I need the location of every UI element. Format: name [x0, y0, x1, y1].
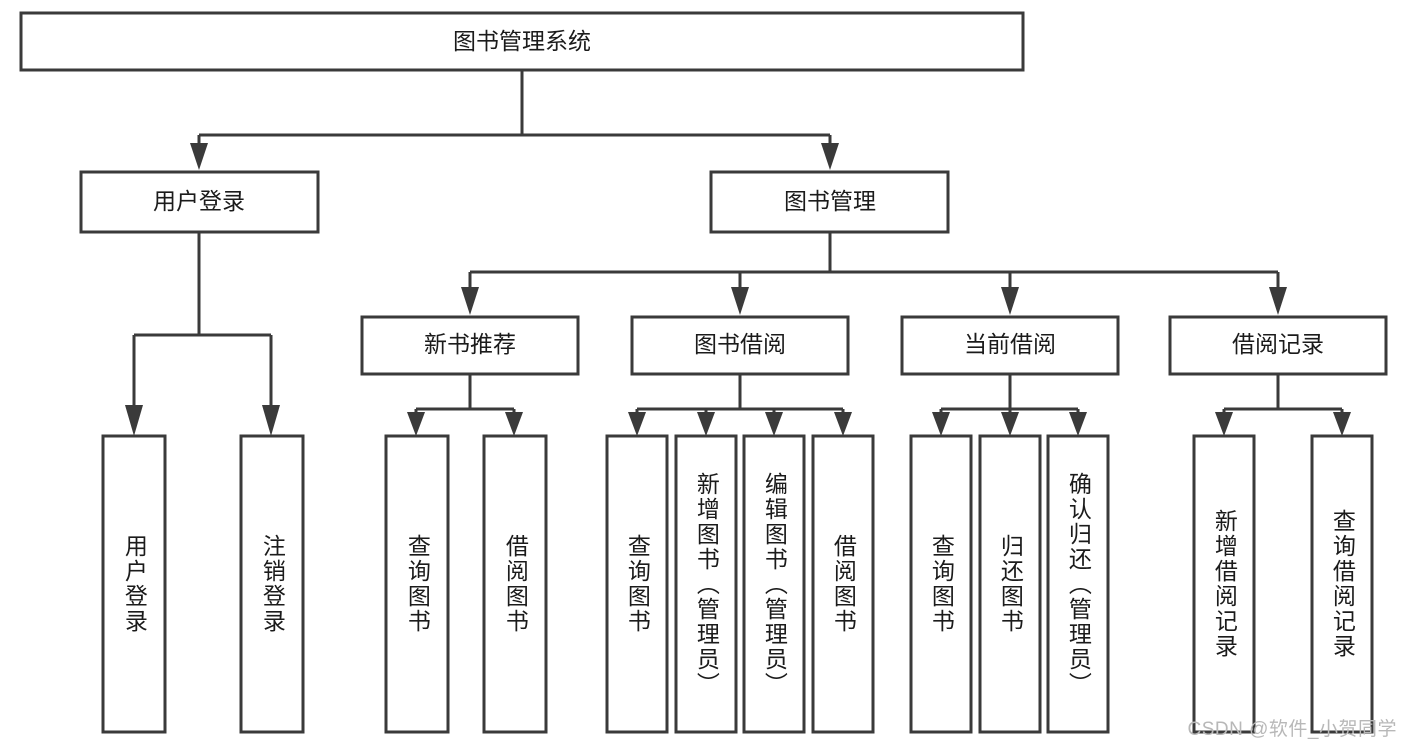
arrow-head-icon	[505, 412, 523, 436]
arrow-head-icon	[697, 412, 715, 436]
connector-user-login-to-leaves	[125, 232, 280, 436]
leaf-box-user-login-1[interactable]	[101, 434, 167, 734]
connector-root-to-level2	[190, 70, 839, 170]
arrow-head-icon	[1269, 287, 1287, 315]
leaf-box-borrow-record-1[interactable]	[1192, 434, 1256, 734]
connector-book-management-to-level3	[461, 232, 1287, 315]
node-borrow-record[interactable]: 借阅记录	[1168, 315, 1388, 376]
node-user-login-box[interactable]	[79, 170, 320, 234]
node-book-borrow[interactable]: 图书借阅	[630, 315, 850, 376]
arrow-head-icon	[407, 412, 425, 436]
node-current-borrow-label: 当前借阅	[964, 331, 1056, 357]
leaf-box-user-login-2[interactable]	[239, 434, 305, 734]
node-book-management[interactable]: 图书管理	[709, 170, 950, 234]
arrow-head-icon	[262, 405, 280, 436]
node-user-login-label: 用户登录	[153, 188, 245, 214]
arrow-head-icon	[461, 287, 479, 315]
leaf-box-current-borrow-3[interactable]	[1046, 434, 1110, 734]
leaf-box-new-book-2[interactable]	[482, 434, 548, 734]
watermark-text: CSDN @软件_小贺同学	[1187, 719, 1397, 740]
leaf-box-current-borrow-1[interactable]	[909, 434, 973, 734]
arrow-head-icon	[834, 412, 852, 436]
node-root-label: 图书管理系统	[453, 28, 591, 54]
node-user-login[interactable]: 用户登录	[79, 170, 320, 234]
leaf-box-new-book-1[interactable]	[384, 434, 450, 734]
arrow-head-icon	[821, 143, 839, 170]
leaf-box-book-borrow-1[interactable]	[605, 434, 669, 734]
node-current-borrow[interactable]: 当前借阅	[900, 315, 1120, 376]
leaf-box-book-borrow-3[interactable]	[742, 434, 806, 734]
arrow-head-icon	[1215, 412, 1233, 436]
connector-book-borrow-to-leaves	[628, 374, 852, 436]
arrow-head-icon	[1001, 412, 1019, 436]
connector-borrow-record-to-leaves	[1215, 374, 1351, 436]
arrow-head-icon	[932, 412, 950, 436]
arrow-head-icon	[125, 405, 143, 436]
node-new-book-recommend-label: 新书推荐	[424, 331, 516, 357]
node-book-management-label: 图书管理	[784, 188, 876, 214]
leaf-box-borrow-record-2[interactable]	[1310, 434, 1374, 734]
connector-current-borrow-to-leaves	[932, 374, 1087, 436]
node-new-book-recommend[interactable]: 新书推荐	[360, 315, 580, 376]
node-root[interactable]: 图书管理系统	[19, 11, 1025, 72]
node-current-borrow-box[interactable]	[900, 315, 1120, 376]
leaf-box-book-borrow-4[interactable]	[811, 434, 875, 734]
node-borrow-record-label: 借阅记录	[1232, 331, 1324, 357]
arrow-head-icon	[765, 412, 783, 436]
arrow-head-icon	[1069, 412, 1087, 436]
leaf-box-book-borrow-2[interactable]	[674, 434, 738, 734]
node-book-borrow-label: 图书借阅	[694, 331, 786, 357]
arrow-head-icon	[1333, 412, 1351, 436]
arrow-head-icon	[190, 143, 208, 170]
node-new-book-recommend-box[interactable]	[360, 315, 580, 376]
arrow-head-icon	[731, 287, 749, 315]
arrow-head-icon	[628, 412, 646, 436]
node-root-box[interactable]	[19, 11, 1025, 72]
connector-new-book-recommend-to-leaves	[407, 374, 523, 436]
leaf-box-current-borrow-2[interactable]	[978, 434, 1042, 734]
arrow-head-icon	[1001, 287, 1019, 315]
